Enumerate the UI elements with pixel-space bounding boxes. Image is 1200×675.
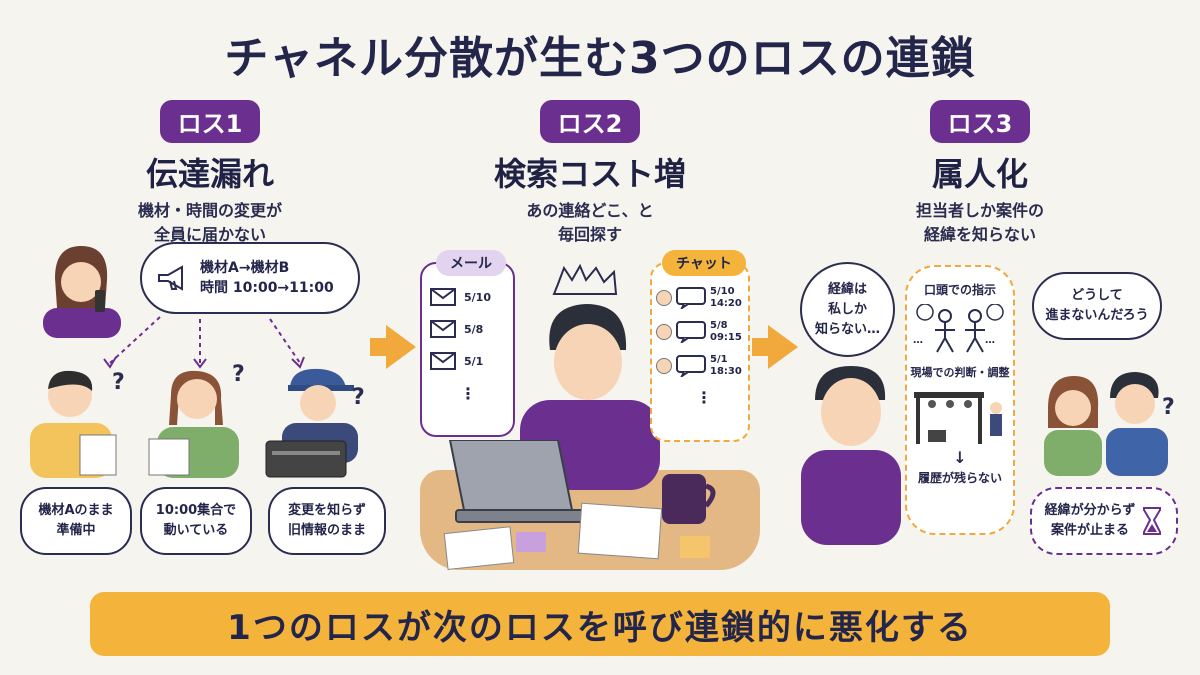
conclusion-banner: 1つのロスが次のロスを呼び連鎖的に悪化する <box>90 592 1110 656</box>
question-mark-4: ? <box>1162 395 1175 420</box>
verbal-instruction-icon <box>916 304 1004 353</box>
loss2-header: ロス2 検索コスト増 あの連絡どこ、と 毎回探す <box>430 100 750 247</box>
hourglass-icon <box>1143 507 1162 535</box>
chat-time: 18:30 <box>710 366 742 377</box>
speech-left: … <box>913 335 923 346</box>
owner-thought-line2: 私しか <box>827 301 867 317</box>
question-mark-1: ? <box>112 370 125 395</box>
announcement-bubble: 機材A→機材B 時間 10:00→11:00 <box>140 242 360 314</box>
speech-right: … <box>985 335 995 346</box>
loss1-header: ロス1 伝達漏れ 機材・時間の変更が 全員に届かない <box>60 100 360 247</box>
loss1-badge: ロス1 <box>159 100 261 143</box>
process-step2: 現場での判断・調整 <box>910 366 1010 379</box>
team-thought-line1: どうして <box>1071 288 1123 303</box>
flow-arrow-2 <box>752 325 798 369</box>
outcome3-line1: 変更を知らず <box>288 503 366 518</box>
process-panel: 口頭での指示 … … 現場での判断・調整 ↓ 履歴が残らない <box>905 265 1015 535</box>
outcome1-line2: 準備中 <box>56 523 96 538</box>
team-thought-bubble: どうして 進まないんだろう <box>1032 272 1162 340</box>
outcome-cloud-3: 変更を知らず旧情報のまま <box>268 487 386 555</box>
mail-icon <box>430 288 456 306</box>
outcome-cloud-1: 機材Aのまま準備中 <box>20 487 132 555</box>
loss3-badge: ロス3 <box>929 100 1031 143</box>
process-step1: 口頭での指示 <box>923 283 996 297</box>
process-step3: 履歴が残らない <box>917 471 1002 485</box>
loss3-desc-line2: 経緯を知らない <box>923 225 1036 244</box>
owner-thought-bubble: 経緯は 私しか 知らない… <box>800 262 895 357</box>
loss3-desc-line1: 担当者しか案件の <box>915 201 1044 220</box>
megaphone-icon <box>158 265 183 291</box>
mail-label: メール <box>436 250 506 276</box>
owner-thought-line1: 経緯は <box>827 281 867 297</box>
announcement-line2: 時間 10:00→11:00 <box>200 280 334 296</box>
mail-card: メール 5/10 5/8 5/1 ⋮ <box>420 250 515 437</box>
chat-label: チャット <box>662 250 746 276</box>
result-line2: 案件が止まる <box>1050 523 1129 538</box>
loss2-name: 検索コスト増 <box>493 155 686 193</box>
chat-bubble-icon <box>676 355 706 377</box>
chat-time: 09:15 <box>710 332 742 343</box>
mail-icon <box>430 352 456 370</box>
loss1-desc-line1: 機材・時間の変更が <box>137 201 282 220</box>
staff-reading-illustration-1 <box>30 370 117 478</box>
distribution-arrows <box>103 316 305 369</box>
owner-thought-line3: 知らない… <box>814 321 880 337</box>
flow-arrow-1 <box>370 325 416 369</box>
outcome2-line1: 10:00集合で <box>155 503 237 518</box>
loss1-desc-line2: 全員に届かない <box>153 225 266 244</box>
mail-item: 5/8 <box>430 320 513 338</box>
mail-more: ⋮ <box>460 384 476 403</box>
chat-date: 5/8 <box>710 320 728 331</box>
owner-thinking-illustration <box>801 366 901 545</box>
loss3-name: 属人化 <box>931 155 1028 193</box>
result-line1: 経緯が分からず <box>1044 503 1136 518</box>
stage-site-icon <box>914 392 1002 444</box>
question-mark-3: ? <box>352 385 365 410</box>
staff-equipment-illustration <box>265 368 358 478</box>
chat-date: 5/10 <box>710 286 735 297</box>
mail-icon <box>430 320 456 338</box>
mail-date: 5/1 <box>464 354 484 368</box>
chat-bubble-icon <box>676 287 706 309</box>
result-cloud: 経緯が分からず 案件が止まる <box>1030 487 1178 555</box>
outcome1-line1: 機材Aのまま <box>38 503 114 518</box>
loss2-desc-line1: あの連絡どこ、と <box>526 201 654 220</box>
question-mark-2: ? <box>232 362 245 387</box>
chat-more: ⋮ <box>696 388 712 407</box>
avatar <box>656 324 672 340</box>
outcome3-line2: 旧情報のまま <box>287 523 366 538</box>
process-arrow-icon: ↓ <box>953 448 967 467</box>
mail-item: 5/1 <box>430 352 513 370</box>
chat-time: 14:20 <box>710 298 742 309</box>
loss1-name: 伝達漏れ <box>145 155 274 193</box>
outcome-cloud-2: 10:00集合で動いている <box>140 487 252 555</box>
desk-items-illustration <box>443 440 716 570</box>
manager-phone-illustration <box>43 246 121 338</box>
confused-team-illustration <box>1044 372 1168 476</box>
page-title: チャネル分散が生む3つのロスの連鎖 <box>224 33 976 84</box>
chat-date: 5/1 <box>710 354 728 365</box>
mail-item: 5/10 <box>430 288 513 306</box>
avatar <box>656 290 672 306</box>
loss2-desc-line2: 毎回探す <box>557 225 622 244</box>
mail-date: 5/8 <box>464 322 484 336</box>
team-thought-line2: 進まないんだろう <box>1045 308 1149 323</box>
outcome2-line2: 動いている <box>163 523 229 538</box>
mail-date: 5/10 <box>464 290 491 304</box>
chat-bubble-icon <box>676 321 706 343</box>
avatar <box>656 358 672 374</box>
staff-reading-illustration-2 <box>148 370 239 478</box>
loss2-badge: ロス2 <box>539 100 641 143</box>
loss3-header: ロス3 属人化 担当者しか案件の 経緯を知らない <box>830 100 1130 247</box>
announcement-line1: 機材A→機材B <box>200 260 290 276</box>
